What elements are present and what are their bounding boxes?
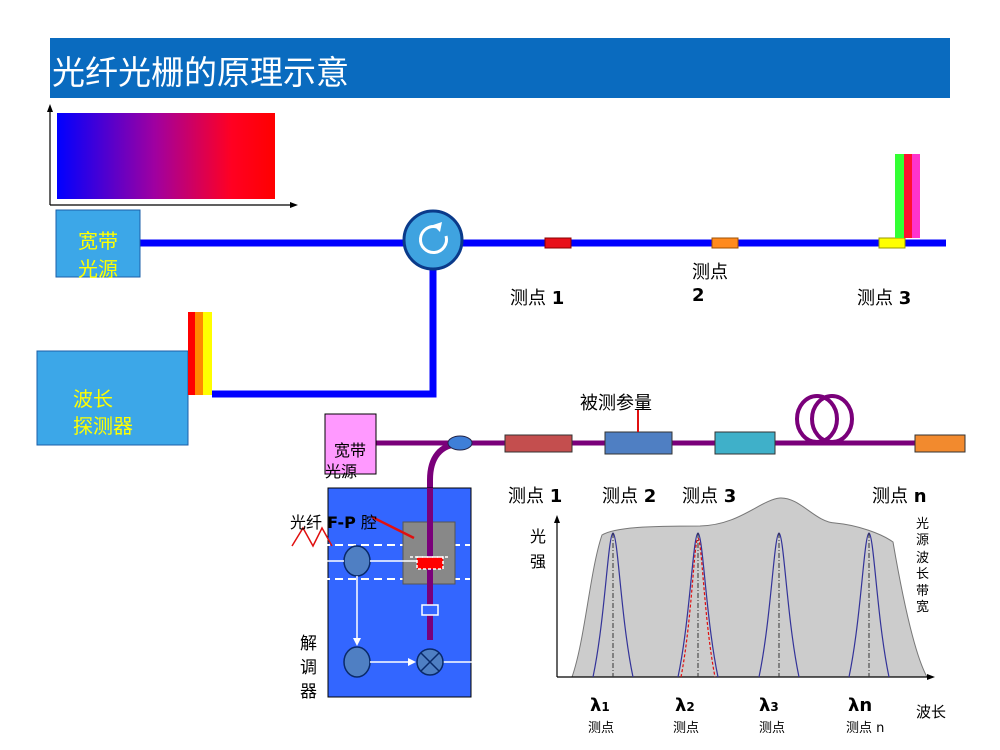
reflection-spectrum-plot	[554, 497, 935, 680]
bandwidth-label-3: 波	[916, 551, 930, 566]
y-axis-arrow	[47, 104, 53, 112]
peak-3-caption: 测点	[759, 721, 786, 736]
peak-3-symbol: λ3	[759, 695, 779, 716]
bottom-broadband-source	[324, 413, 377, 475]
top-point-2-label-num: 2	[692, 285, 705, 306]
bandwidth-label-1: 光	[916, 517, 930, 532]
spectrum-gradient	[57, 113, 275, 199]
bandwidth-label-2: 源	[916, 533, 930, 548]
fp-pointer	[371, 515, 415, 540]
demodulator	[290, 487, 485, 698]
page-title: 光纤光栅的原理示意	[52, 53, 349, 92]
detector-label-line2: 探测器	[73, 414, 133, 438]
top-point-3-label: 测点 3	[857, 288, 912, 309]
detector-spectrum-bars	[188, 312, 212, 395]
peak-n-symbol: λn	[848, 695, 873, 716]
bottom-sensor-1	[504, 434, 573, 453]
demodulator-label-3: 器	[300, 682, 317, 702]
beam-splitter-1	[343, 545, 371, 577]
bandwidth-label-5: 带	[916, 584, 930, 599]
coupler	[447, 435, 473, 451]
top-point-2-label-prefix: 测点	[692, 262, 728, 283]
bottom-point-n-label: 测点 n	[872, 486, 927, 507]
fp-cavity-mirror	[416, 556, 444, 570]
bottom-point-3-label: 测点 3	[682, 486, 737, 507]
top-grating-1	[544, 237, 572, 249]
peak-n-caption: 测点 n	[846, 721, 885, 736]
beam-splitter-2	[343, 646, 371, 678]
top-broadband-source	[55, 209, 141, 278]
detector-label-line1: 波长	[73, 387, 113, 411]
bottom-point-1-label: 测点 1	[508, 486, 563, 507]
peak-1-caption: 测点	[588, 721, 615, 736]
top-source-label-line2: 光源	[78, 257, 118, 281]
peak-2-caption: 测点	[673, 721, 700, 736]
bottom-sensor-2	[604, 431, 673, 455]
top-point-1-label: 测点 1	[510, 288, 565, 309]
circulator	[402, 209, 464, 271]
input-signal-wave	[291, 526, 333, 548]
bottom-point-2-label: 测点 2	[602, 486, 657, 507]
bandwidth-label-6: 宽	[916, 600, 930, 615]
fiber-coil	[795, 394, 854, 444]
fp-cavity-label: 光纤 F-P 腔	[290, 513, 377, 532]
y-label-2: 强	[530, 552, 547, 571]
demodulator-label-1: 解	[300, 634, 317, 654]
bandwidth-label-4: 长	[916, 567, 930, 582]
y-label-1: 光	[530, 527, 547, 546]
source-spectrum	[47, 104, 298, 208]
reflected-spectrum-bars	[895, 154, 920, 238]
x-axis-label: 波长	[916, 703, 947, 721]
measured-param-label: 被测参量	[580, 393, 652, 414]
top-grating-2	[711, 237, 739, 249]
wavelength-detector	[36, 350, 189, 446]
top-source-label-line1: 宽带	[78, 229, 118, 253]
source-bandwidth-envelope	[571, 497, 928, 678]
bottom-sensor-3	[714, 431, 776, 455]
top-grating-3	[878, 237, 906, 249]
bottom-source-label-line2: 光源	[325, 462, 358, 481]
top-fiber	[140, 239, 946, 398]
x-axis-arrow	[290, 202, 298, 208]
peak-2-symbol: λ2	[675, 695, 695, 716]
bottom-sensor-n	[914, 434, 966, 453]
bottom-source-label-line1: 宽带	[334, 441, 367, 460]
title-bar	[50, 38, 950, 98]
peak-1-symbol: λ1	[590, 695, 610, 716]
demodulator-label-2: 调	[300, 658, 317, 678]
